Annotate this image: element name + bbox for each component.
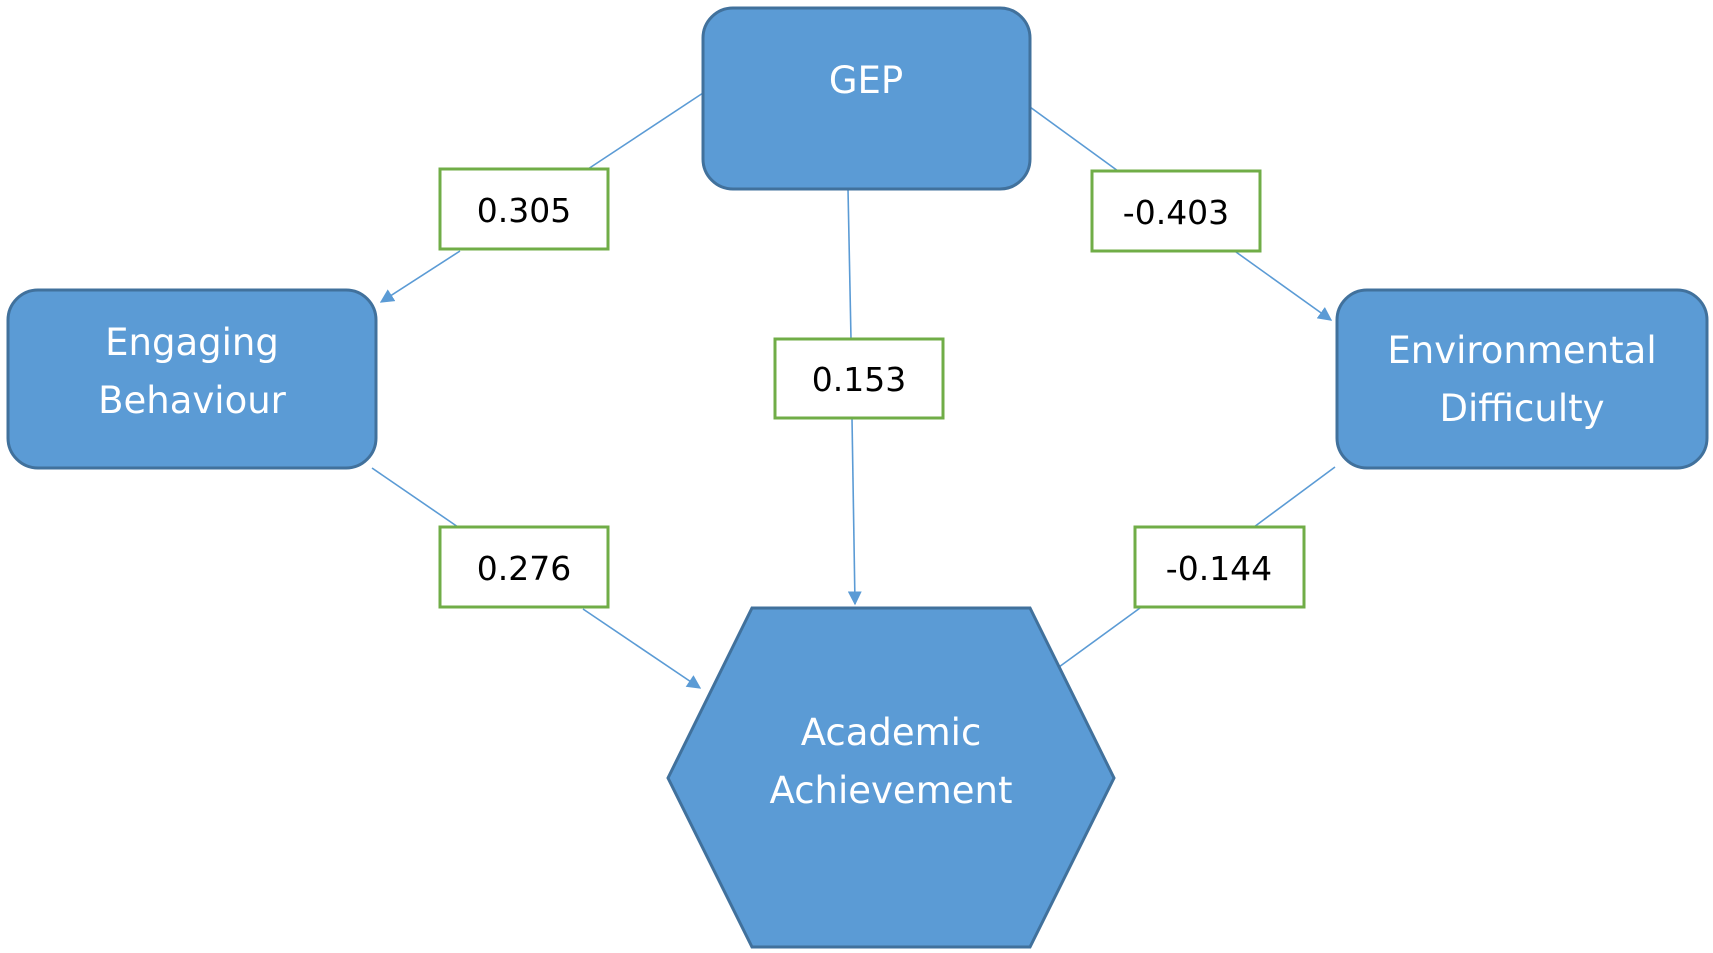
arrow-gep-academic [847,417,862,606]
connector-engaging-academic-upper [371,467,459,528]
coef-gep-engaging-value: 0.305 [477,191,571,230]
node-engaging-behaviour: Engaging Behaviour [6,288,378,470]
connector-environmental-academic-lower [1058,607,1141,668]
coef-engaging-academic-value: 0.276 [477,549,571,588]
node-environmental-label-line1: Environmental [1387,329,1656,372]
connector-gep-environmental-upper [1029,106,1119,172]
connector-environmental-academic-upper [1253,466,1336,528]
node-gep-label: GEP [829,59,903,102]
node-engaging-label-line1: Engaging [105,321,279,364]
coef-gep-environmental-value: -0.403 [1123,193,1229,232]
node-engaging-label-line2: Behaviour [98,379,287,422]
node-academic-label-line1: Academic [801,711,982,754]
node-environmental-label-line2: Difficulty [1439,387,1604,430]
coef-gep-academic-value: 0.153 [812,360,906,399]
coef-gep-environmental: -0.403 [1090,169,1262,253]
node-academic-achievement: Academic Achievement [666,606,1116,949]
node-gep: GEP [701,6,1032,191]
arrow-gep-engaging [379,250,461,303]
coef-gep-engaging: 0.305 [438,167,610,251]
coef-environmental-academic: -0.144 [1133,525,1306,609]
connector-gep-academic-upper [847,188,852,340]
node-academic-label-line2: Achievement [770,769,1013,812]
node-environmental-difficulty: Environmental Difficulty [1335,288,1709,470]
coef-environmental-academic-value: -0.144 [1166,549,1272,588]
arrow-engaging-academic [582,608,702,689]
connector-gep-engaging-upper [587,92,704,170]
coef-engaging-academic: 0.276 [438,525,610,609]
coef-gep-academic: 0.153 [773,337,945,420]
arrow-gep-environmental [1235,251,1333,321]
